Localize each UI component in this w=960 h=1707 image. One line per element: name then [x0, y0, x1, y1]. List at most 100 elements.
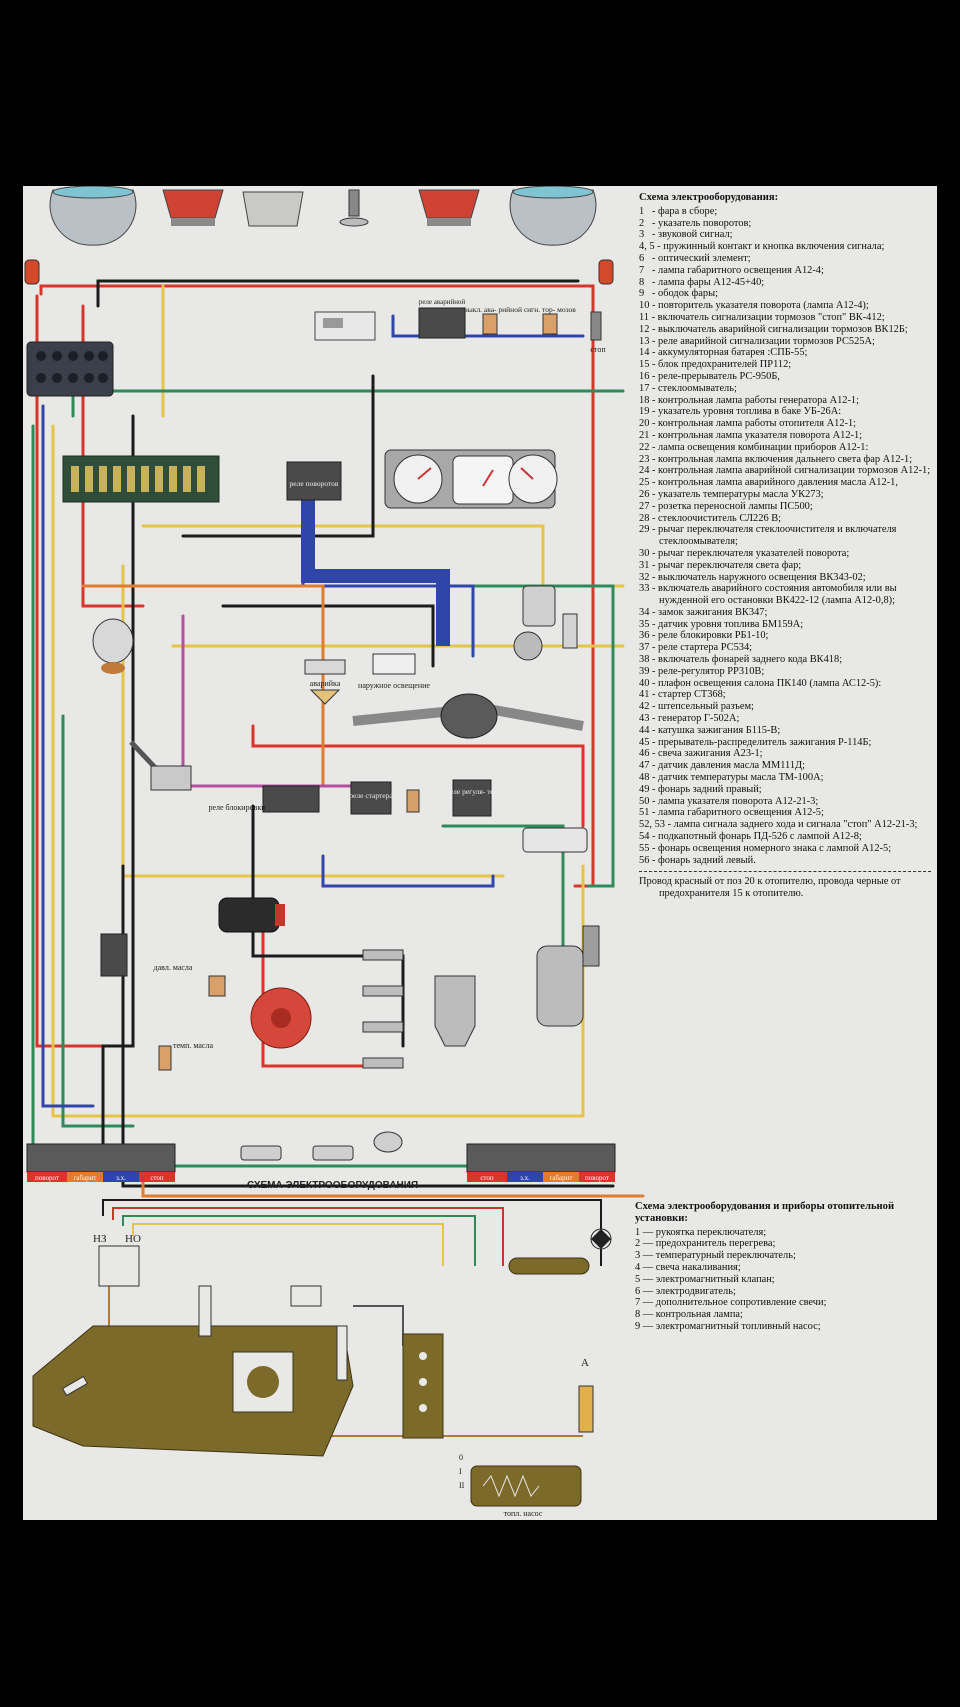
heater-body	[32, 1325, 354, 1457]
oil-pressure-sensor: давл. масла	[154, 963, 226, 997]
plug-connector	[100, 933, 128, 977]
svg-text:реле стартера: реле стартера	[349, 791, 393, 800]
svg-text:НО: НО	[125, 1233, 141, 1245]
svg-text:реле блокировки: реле блокировки	[208, 803, 266, 812]
legend-item: 44 - катушка зажигания Б115-В;	[639, 724, 781, 736]
legend-item: 15 - блок предохранителей ПР112;	[639, 359, 792, 371]
legend-item: 23 - контрольная лампа включения дальнег…	[639, 453, 913, 465]
legend-item: 22 - лампа освещения комбинации приборов…	[639, 441, 869, 453]
svg-text:поворот: поворот	[35, 1174, 59, 1182]
legend-item: 5 — электромагнитный клапан;	[635, 1273, 775, 1285]
turn-repeater-left	[24, 259, 40, 285]
legend-item: 7 - лампа габаритного освещения А12-4;	[639, 264, 824, 276]
legend-item: 37 - реле стартера РС534;	[639, 642, 753, 654]
legend-item: 43 - генератор Г-502А;	[639, 713, 740, 725]
ignition-switch	[92, 618, 134, 674]
svg-text:давл. масла: давл. масла	[154, 963, 193, 972]
legend-item: 8 - лампа фары А12-45+40;	[639, 276, 765, 288]
reverse-light-switch	[406, 789, 420, 813]
license-plate-light	[240, 1145, 354, 1161]
legend-item: 20 - контрольная лампа работы отопителя …	[639, 418, 857, 430]
legend-item: 25 - контрольная лампа аварийного давлен…	[639, 477, 898, 489]
glow-plug-resistor	[336, 1325, 348, 1381]
legend-item: 4, 5 - пружинный контакт и кнопка включе…	[639, 241, 885, 253]
svg-text:з.х.: з.х.	[520, 1174, 530, 1182]
svg-text:габарит: габарит	[550, 1174, 573, 1182]
heater-legend-items: 1 — рукоятка переключателя;2 — предохран…	[635, 1227, 935, 1333]
main-diagram-caption: СХЕМА ЭЛЕКТРООБОРУДОВАНИЯ	[247, 1180, 419, 1191]
voltage-regulator-relay: реле регуля- тор	[446, 779, 498, 817]
indicator-lamp	[590, 1228, 612, 1250]
svg-text:реле поворотов: реле поворотов	[290, 479, 339, 488]
battery	[26, 341, 114, 397]
rear-light-right: стоп з.х. габарит поворот	[466, 1143, 616, 1182]
legend-item: 31 - рычаг переключателя света фар;	[639, 559, 802, 571]
brake-stop-switch: стоп	[590, 311, 606, 354]
heater-legend: Схема электрооборудования и приборы отоп…	[635, 1201, 935, 1333]
legend-item: 13 - реле аварийной сигнализации тормозо…	[639, 335, 875, 347]
legend-item: 39 - реле-регулятор РР310В;	[639, 665, 765, 677]
svg-text:стоп: стоп	[150, 1174, 164, 1182]
turn-repeater-right	[598, 259, 614, 285]
svg-text:аварийка: аварийка	[310, 679, 341, 688]
terminal-block	[508, 1257, 590, 1275]
horn-button-contact	[339, 189, 369, 227]
legend-item: 6 - оптический элемент;	[639, 252, 751, 264]
legend-separator	[639, 871, 931, 873]
legend-item: 14 - аккумуляторная батарея :СПБ-55;	[639, 347, 808, 359]
legend-item: 34 - замок зажигания ВК347;	[639, 606, 768, 618]
legend-item: 42 - штепсельный разъем;	[639, 701, 754, 713]
spark-plugs	[362, 949, 404, 1069]
legend-item: 19 - указатель уровня топлива в баке УБ-…	[639, 406, 842, 418]
legend-item: 52, 53 - лампа сигнала заднего хода и си…	[639, 819, 918, 831]
legend-item: 35 - датчик уровня топлива БМ159А;	[639, 618, 804, 630]
brake-alarm-relay: реле аварийной	[418, 298, 466, 339]
main-legend: Схема электрооборудования: 1 - фара в сб…	[639, 192, 931, 900]
svg-text:темп. масла: темп. масла	[173, 1041, 213, 1050]
turn-signal-left	[162, 189, 224, 226]
legend-item: 51 - лампа габаритного освещения А12-5;	[639, 807, 824, 819]
legend-item: 28 - стеклоочиститель СЛ226 В;	[639, 512, 782, 524]
headlight-left	[49, 186, 137, 246]
svg-text:топл. насос: топл. насос	[504, 1509, 543, 1518]
legend-item: 8 — контрольная лампа;	[635, 1309, 743, 1321]
generator	[434, 975, 476, 1047]
legend-item: 41 - стартер СТ368;	[639, 689, 726, 701]
svg-text:выкл. ава- рийной сигн. тор- м: выкл. ава- рийной сигн. тор- мозов	[464, 305, 576, 314]
legend-item: 30 - рычаг переключателя указателей пово…	[639, 547, 850, 559]
headlight-right	[509, 186, 597, 246]
heater-legend-title: Схема электрооборудования и приборы отоп…	[635, 1201, 895, 1224]
solenoid-valve	[290, 1285, 322, 1307]
legend-item: 32 - выключатель наружного освещения ВК3…	[639, 571, 866, 583]
ignition-coil	[218, 897, 285, 933]
legend-note: Провод красный от поз 20 к отопителю, пр…	[639, 876, 904, 900]
temperature-switch: НЗ НО	[93, 1233, 141, 1287]
hazard-switch: аварийка	[304, 659, 346, 705]
svg-text:0: 0	[459, 1453, 463, 1462]
wiring-diagram-sheet: реле аварийной выкл. ава- рийной сигн. т…	[23, 186, 937, 1520]
wire-harness	[31, 279, 645, 1198]
legend-item: 50 - лампа указателя поворота А12-21-3;	[639, 795, 819, 807]
legend-item: 3 — температурный переключатель;	[635, 1250, 796, 1262]
legend-item: 9 — электромагнитный топливный насос;	[635, 1320, 821, 1332]
legend-item: 4 — свеча накаливания;	[635, 1261, 741, 1273]
heater-fuse: А	[578, 1357, 594, 1433]
overheat-fuse	[61, 1375, 89, 1397]
legend-item: 49 - фонарь задний правый;	[639, 783, 762, 795]
legend-item: 47 - датчик давления масла ММ111Д;	[639, 760, 806, 772]
legend-item: 7 — дополнительное сопротивление свечи;	[635, 1297, 827, 1309]
legend-item: 29 - рычаг переключателя стеклоочистител…	[639, 524, 900, 548]
legend-item: 3 - звуковой сигнал;	[639, 229, 733, 241]
instrument-cluster	[384, 449, 558, 509]
legend-item: 45 - прерыватель-распределитель зажигани…	[639, 736, 872, 748]
outer-light-switch: наружное освещение	[358, 653, 430, 690]
legend-item: 33 - включатель аварийного состояния авт…	[639, 583, 900, 607]
main-legend-items: 1 - фара в сборе;2 - указатель поворотов…	[639, 206, 931, 867]
legend-item: 6 — электродвигатель;	[635, 1285, 736, 1297]
svg-text:НЗ: НЗ	[93, 1233, 107, 1245]
legend-item: 12 - выключатель аварийной сигнализации …	[639, 323, 908, 335]
svg-text:габарит: габарит	[74, 1174, 97, 1182]
legend-item: 9 - ободок фары;	[639, 288, 718, 300]
turn-signal-right	[418, 189, 480, 226]
fuel-pump: топл. насос	[470, 1465, 582, 1518]
